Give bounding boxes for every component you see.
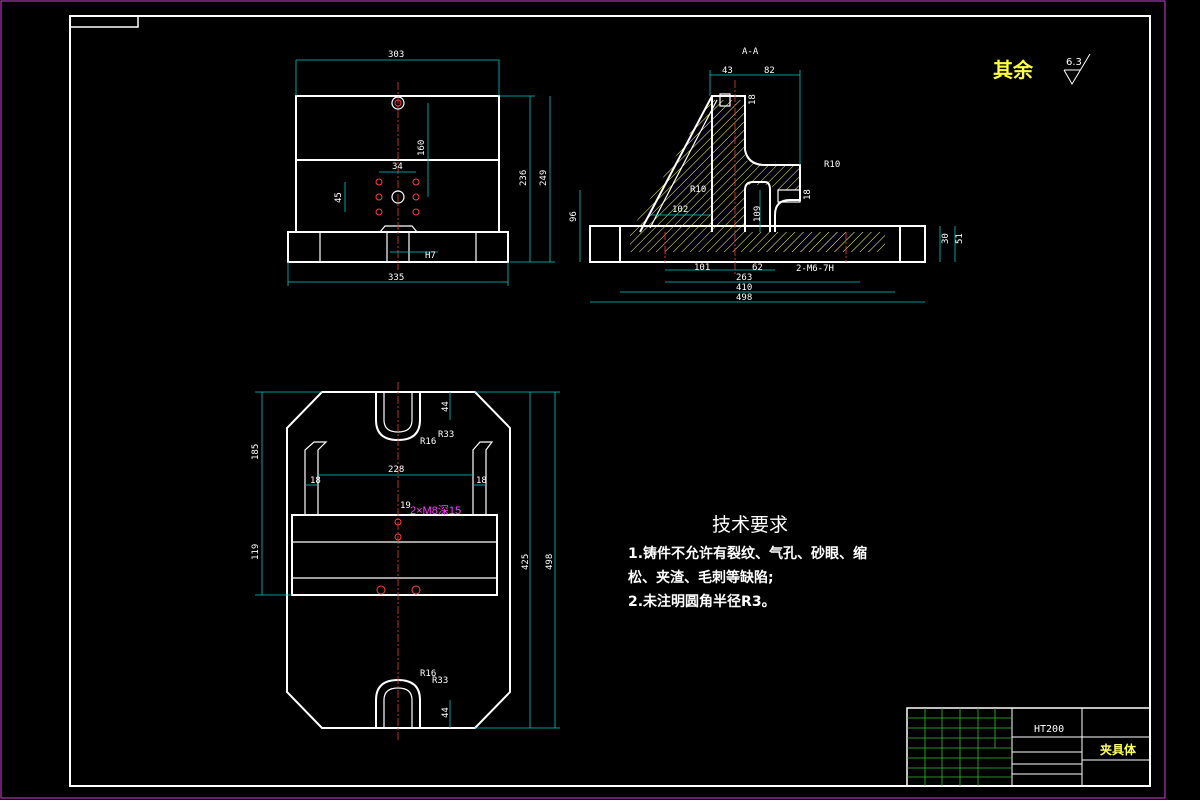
dim-303: 303 [388,50,404,60]
top-view [255,382,560,740]
dim-r33-top: R33 [438,430,454,440]
dim-51: 51 [955,233,965,244]
dim-228: 228 [388,465,404,475]
dim-263: 263 [736,273,752,283]
sheet-inner-border [69,15,1151,787]
dim-62: 62 [752,263,763,273]
dim-18b: 18 [803,189,813,200]
title-block [906,707,1151,787]
tech-requirement-1-cont: 松、夹渣、毛刺等缺陷; [628,570,774,586]
m8-thread-label: 2×M8深15 [410,504,461,517]
dim-109: 109 [753,206,763,222]
rest-roughness-label: 其余 [993,58,1033,82]
front-view [287,59,555,286]
dim-r16-bottom: R16 [420,669,436,679]
section-view [579,70,956,303]
dim-425: 425 [521,554,531,570]
material-label: HT200 [1034,724,1065,735]
dim-43: 43 [722,66,733,76]
part-name: 夹具体 [1100,743,1137,757]
dim-119: 119 [251,544,261,560]
dim-18-left: 18 [310,476,321,486]
dim-19: 19 [400,501,411,511]
dim-82: 82 [764,66,775,76]
dim-r16-top: R16 [420,437,436,447]
dim-34: 34 [392,162,403,172]
sheet-outer-border [0,0,1166,799]
tech-requirement-1: 1.铸件不允许有裂纹、气孔、砂眼、缩 [628,546,868,562]
tech-requirements-title: 技术要求 [712,514,789,536]
dim-410: 410 [736,283,752,293]
dim-44-top: 44 [441,401,451,412]
dim-r10b: R10 [690,185,706,195]
dim-96: 96 [569,211,579,222]
section-label: A-A [742,47,759,57]
rest-roughness-value: 6.3 [1066,57,1082,68]
dim-498: 498 [736,293,752,303]
dim-18-right: 18 [476,476,487,486]
dim-102: 102 [672,205,688,215]
dim-18a: 18 [748,94,758,105]
tech-requirement-2: 2.未注明圆角半径R3。 [628,594,776,610]
dim-160: 160 [417,140,427,156]
dim-249: 249 [539,170,549,186]
dim-45: 45 [334,192,344,203]
dim-101: 101 [694,263,710,273]
thread-label: 2-M6-7H [796,264,834,274]
dim-30: 30 [941,233,951,244]
dim-44-bottom: 44 [441,707,451,718]
dim-335: 335 [388,273,404,283]
dim-185: 185 [251,444,261,460]
dim-498-top: 498 [545,554,555,570]
dim-r33-bottom: R33 [432,676,448,686]
roughness-symbol-icon [1063,53,1091,85]
slot-fit-label: H7 [425,251,436,261]
drawing-number-box [69,15,139,28]
dim-236: 236 [519,170,529,186]
dim-r10a: R10 [824,160,840,170]
